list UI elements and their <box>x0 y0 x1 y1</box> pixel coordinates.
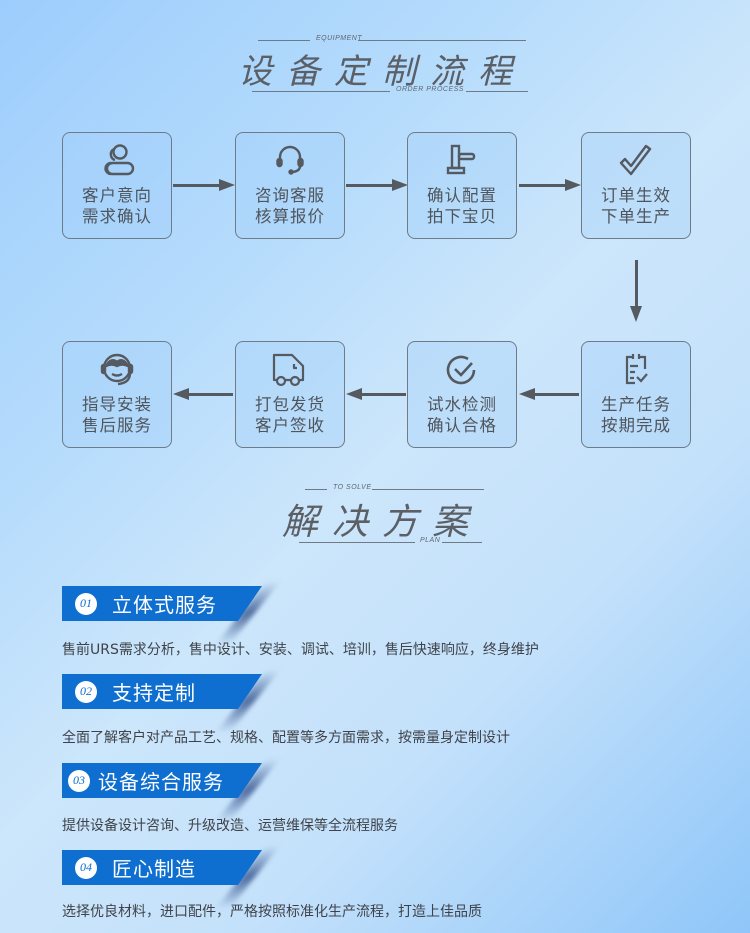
number-badge: 02 <box>75 680 97 703</box>
step-label: 试水检测确认合格 <box>427 395 497 435</box>
solution-title: 设备综合服务 <box>98 770 224 794</box>
heading-divider <box>305 489 327 490</box>
checkmark-icon <box>616 143 656 179</box>
arrow-left <box>346 388 406 400</box>
arrow-right <box>346 179 408 191</box>
heading-divider <box>442 542 482 543</box>
step-order-effective: 订单生效下单生产 <box>581 132 691 239</box>
heading-subtitle-bottom: ORDER PROCESS <box>396 86 464 93</box>
number-badge: 01 <box>75 592 97 615</box>
arrow-left <box>173 388 233 400</box>
arrow-right <box>519 179 581 191</box>
heading-divider <box>372 489 484 490</box>
heading-divider <box>252 91 390 92</box>
solution-tag-02: 02 支持定制 <box>62 674 262 709</box>
heading-subtitle-top: EQUIPMENT <box>316 35 363 42</box>
solution-description: 选择优良材料，进口配件，严格按照标准化生产流程，打造上佳品质 <box>62 904 482 920</box>
circle-check-icon <box>442 352 482 388</box>
arrow-left <box>519 388 579 400</box>
arrow-down <box>630 260 642 322</box>
clipboard-check-icon <box>616 352 656 388</box>
step-label: 确认配置拍下宝贝 <box>427 186 497 226</box>
step-label: 客户意向需求确认 <box>82 186 152 226</box>
headset-icon <box>270 143 310 179</box>
customers-icon <box>97 143 137 179</box>
solution-description: 提供设备设计咨询、升级改造、运营维保等全流程服务 <box>62 818 398 834</box>
solution-tag-01: 01 立体式服务 <box>62 586 262 621</box>
solution-title: 匠心制造 <box>112 857 196 881</box>
arrow-right <box>173 179 235 191</box>
page-title: 设备定制流程 <box>238 52 526 92</box>
step-production-task: 生产任务按期完成 <box>581 341 691 448</box>
step-label: 打包发货客户签收 <box>255 395 325 435</box>
heading-subtitle-top: TO SOLVE <box>333 484 372 491</box>
heading-subtitle-bottom: PLAN <box>420 537 441 544</box>
step-label: 咨询客服核算报价 <box>255 186 325 226</box>
solution-tag-03: 03 设备综合服务 <box>62 763 262 798</box>
step-label: 订单生效下单生产 <box>601 186 671 226</box>
heading-divider <box>466 91 528 92</box>
number-badge: 04 <box>75 856 97 879</box>
solution-heading: TO SOLVE 解决方案 PLAN <box>0 483 750 548</box>
step-pack-ship: 打包发货客户签收 <box>235 341 345 448</box>
step-label: 指导安装售后服务 <box>82 395 152 435</box>
step-label: 生产任务按期完成 <box>601 395 671 435</box>
heading-divider <box>358 40 526 41</box>
step-install-service: 指导安装售后服务 <box>62 341 172 448</box>
step-water-test: 试水检测确认合格 <box>407 341 517 448</box>
solution-title: 立体式服务 <box>112 593 217 617</box>
solution-title: 支持定制 <box>112 681 196 705</box>
delivery-truck-icon <box>270 352 310 388</box>
solution-description: 售前URS需求分析，售中设计、安装、调试、培训，售后快速响应，终身维护 <box>62 642 539 658</box>
step-confirm-config: 确认配置拍下宝贝 <box>407 132 517 239</box>
solution-description: 全面了解客户对产品工艺、规格、配置等多方面需求，按需量身定制设计 <box>62 730 510 746</box>
section-title: 解决方案 <box>281 502 482 543</box>
step-customer-intent: 客户意向需求确认 <box>62 132 172 239</box>
customer-service-icon <box>97 352 137 388</box>
process-heading: EQUIPMENT 设备定制流程 ORDER PROCESS <box>0 30 750 100</box>
auction-hammer-icon <box>442 143 482 179</box>
heading-divider <box>299 542 415 543</box>
number-badge: 03 <box>68 769 90 792</box>
solution-tag-04: 04 匠心制造 <box>62 850 262 885</box>
heading-divider <box>258 40 310 41</box>
step-consult-quote: 咨询客服核算报价 <box>235 132 345 239</box>
